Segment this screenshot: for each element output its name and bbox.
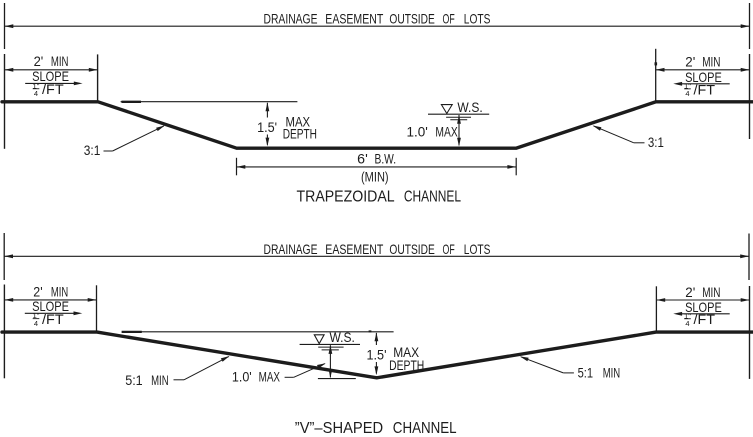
svg-text:CHANNEL: CHANNEL bbox=[404, 189, 461, 206]
svg-text:W.S.: W.S. bbox=[330, 329, 355, 345]
svg-text:2': 2' bbox=[685, 284, 695, 300]
svg-text:1": 1" bbox=[33, 81, 40, 90]
svg-text:EASEMENT: EASEMENT bbox=[325, 11, 383, 27]
svg-text:MIN: MIN bbox=[702, 284, 720, 300]
svg-text:DRAINAGE: DRAINAGE bbox=[264, 11, 318, 27]
svg-text:3:1: 3:1 bbox=[648, 134, 664, 150]
svg-text:3:1: 3:1 bbox=[84, 142, 101, 158]
svg-text:1.5': 1.5' bbox=[367, 347, 387, 363]
svg-text:LOTS: LOTS bbox=[464, 241, 491, 257]
svg-text:MAX: MAX bbox=[259, 369, 281, 385]
svg-text:TRAPEZOIDAL: TRAPEZOIDAL bbox=[297, 189, 395, 206]
svg-text:B.W.: B.W. bbox=[375, 151, 397, 167]
svg-text:OF: OF bbox=[443, 241, 455, 257]
svg-text:CHANNEL: CHANNEL bbox=[393, 420, 457, 437]
svg-text:6': 6' bbox=[357, 151, 368, 167]
svg-text:1": 1" bbox=[684, 311, 691, 320]
svg-text:EASEMENT: EASEMENT bbox=[325, 241, 383, 257]
svg-text:1": 1" bbox=[684, 81, 691, 90]
svg-text:/FT: /FT bbox=[694, 81, 716, 97]
svg-text:MIN: MIN bbox=[702, 54, 720, 70]
svg-text:5:1: 5:1 bbox=[125, 372, 143, 388]
svg-text:/FT: /FT bbox=[694, 311, 716, 327]
svg-text:1": 1" bbox=[33, 311, 40, 320]
svg-text:OUTSIDE: OUTSIDE bbox=[389, 241, 434, 257]
svg-text:/FT: /FT bbox=[42, 81, 64, 97]
svg-text:1.5': 1.5' bbox=[257, 119, 277, 135]
svg-text:2': 2' bbox=[685, 54, 695, 70]
svg-text:OUTSIDE: OUTSIDE bbox=[389, 11, 434, 27]
svg-text:MIN: MIN bbox=[51, 284, 68, 300]
svg-text:SLOPE: SLOPE bbox=[32, 298, 69, 314]
svg-text:OF: OF bbox=[443, 11, 455, 27]
svg-text:MAX: MAX bbox=[435, 123, 458, 139]
svg-text:(MIN): (MIN) bbox=[361, 169, 389, 185]
svg-text:4: 4 bbox=[34, 89, 38, 98]
svg-text:MAX: MAX bbox=[393, 344, 419, 360]
svg-text:4: 4 bbox=[685, 319, 689, 328]
svg-text:MIN: MIN bbox=[51, 53, 69, 69]
svg-text:W.S.: W.S. bbox=[457, 99, 482, 115]
svg-text:SLOPE: SLOPE bbox=[685, 299, 722, 315]
svg-text:SLOPE: SLOPE bbox=[685, 69, 722, 85]
svg-text:DRAINAGE: DRAINAGE bbox=[264, 241, 318, 257]
svg-text:DEPTH: DEPTH bbox=[389, 357, 424, 373]
svg-text:5:1: 5:1 bbox=[578, 364, 594, 380]
svg-text:2': 2' bbox=[33, 284, 42, 300]
svg-text:4: 4 bbox=[685, 89, 689, 98]
svg-text:MIN: MIN bbox=[603, 364, 621, 380]
svg-text:MAX: MAX bbox=[286, 114, 311, 130]
svg-text:1.0': 1.0' bbox=[232, 369, 252, 385]
svg-text:2': 2' bbox=[34, 53, 44, 69]
svg-text:SLOPE: SLOPE bbox=[32, 68, 69, 84]
svg-text:4: 4 bbox=[34, 319, 38, 328]
svg-text:MIN: MIN bbox=[151, 372, 169, 388]
svg-text:DEPTH: DEPTH bbox=[283, 126, 317, 142]
svg-text:”V”–SHAPED: ”V”–SHAPED bbox=[295, 420, 383, 437]
svg-text:1.0': 1.0' bbox=[407, 123, 428, 139]
svg-text:/FT: /FT bbox=[42, 311, 64, 327]
svg-text:LOTS: LOTS bbox=[464, 11, 491, 27]
